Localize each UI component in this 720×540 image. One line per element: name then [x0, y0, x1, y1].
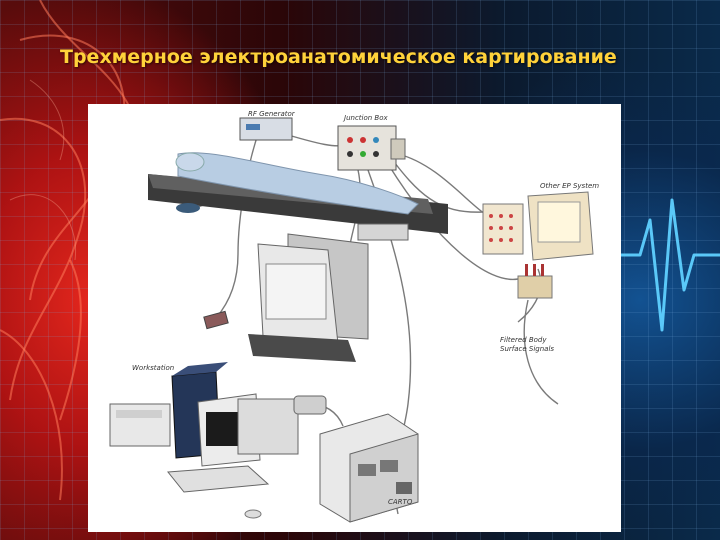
label-workstation: Workstation [132, 364, 174, 373]
label-carto: CARTO [388, 498, 412, 507]
label-filtered-signals-1: Filtered Body [500, 336, 547, 345]
slide-title: Трехмерное электроанатомическое картиров… [60, 46, 617, 68]
ep-lab-drawing [88, 104, 621, 532]
ep-lab-diagram-image: RF Generator Junction Box Other EP Syste… [88, 104, 621, 532]
label-filtered-signals-2: Surface Signals [500, 345, 554, 354]
label-rf-generator: RF Generator [248, 110, 295, 119]
label-junction-box: Junction Box [344, 114, 388, 123]
label-other-ep-system: Other EP System [540, 182, 599, 191]
